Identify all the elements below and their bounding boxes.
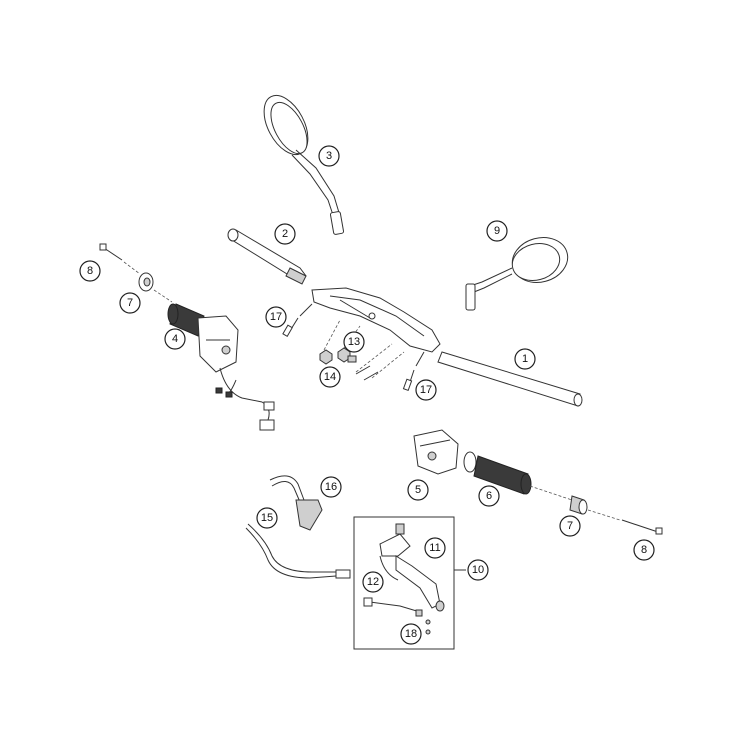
left-grip-assembly bbox=[99, 243, 275, 431]
callout-label: 18 bbox=[405, 628, 417, 640]
clutch-lever-group bbox=[353, 516, 466, 650]
callout-label: 11 bbox=[429, 542, 440, 554]
callout-2: 2 bbox=[274, 223, 296, 245]
callout-label: 4 bbox=[172, 333, 178, 345]
callout-7-left: 7 bbox=[119, 292, 141, 314]
callout-11: 11 bbox=[424, 537, 446, 559]
callout-1: 1 bbox=[514, 348, 536, 370]
callout-7-right: 7 bbox=[559, 515, 581, 537]
callout-label: 8 bbox=[641, 544, 647, 556]
callout-10: 10 bbox=[467, 559, 489, 581]
left-mirror bbox=[263, 95, 345, 235]
callout-label: 1 bbox=[522, 353, 528, 365]
callout-12: 12 bbox=[362, 571, 384, 593]
callout-15: 15 bbox=[256, 507, 278, 529]
callout-label: 9 bbox=[494, 225, 500, 237]
callout-label: 15 bbox=[261, 512, 273, 524]
callout-3: 3 bbox=[318, 145, 340, 167]
callout-8-left: 8 bbox=[79, 260, 101, 282]
callout-5: 5 bbox=[407, 479, 429, 501]
callout-13: 13 bbox=[343, 331, 365, 353]
callout-6: 6 bbox=[478, 485, 500, 507]
callout-17-left: 17 bbox=[265, 306, 287, 328]
callout-label: 17 bbox=[270, 311, 282, 323]
callout-9: 9 bbox=[486, 220, 508, 242]
screw-17-left bbox=[282, 303, 313, 338]
clamp-hardware bbox=[319, 319, 405, 381]
callout-label: 3 bbox=[326, 150, 332, 162]
callout-label: 6 bbox=[486, 490, 492, 502]
callout-17-right: 17 bbox=[415, 379, 437, 401]
callout-label: 8 bbox=[87, 265, 93, 277]
callout-16: 16 bbox=[320, 476, 342, 498]
callout-label: 10 bbox=[472, 564, 484, 576]
callout-label: 16 bbox=[325, 481, 337, 493]
callout-label: 5 bbox=[415, 484, 421, 496]
callout-18: 18 bbox=[400, 623, 422, 645]
screw-17-right bbox=[402, 351, 425, 392]
callout-label: 17 bbox=[420, 384, 432, 396]
handlebar bbox=[227, 228, 583, 407]
callout-label: 13 bbox=[348, 336, 360, 348]
callout-label: 14 bbox=[324, 371, 336, 383]
callout-label: 7 bbox=[567, 520, 573, 532]
callout-label: 2 bbox=[282, 228, 288, 240]
callout-4: 4 bbox=[164, 328, 186, 350]
callout-label: 12 bbox=[367, 576, 379, 588]
right-grip-assembly bbox=[413, 429, 663, 535]
callout-14: 14 bbox=[319, 366, 341, 388]
callout-label: 7 bbox=[127, 297, 133, 309]
right-mirror bbox=[465, 237, 569, 311]
callout-8-right: 8 bbox=[633, 539, 655, 561]
clutch-cable bbox=[245, 475, 351, 579]
